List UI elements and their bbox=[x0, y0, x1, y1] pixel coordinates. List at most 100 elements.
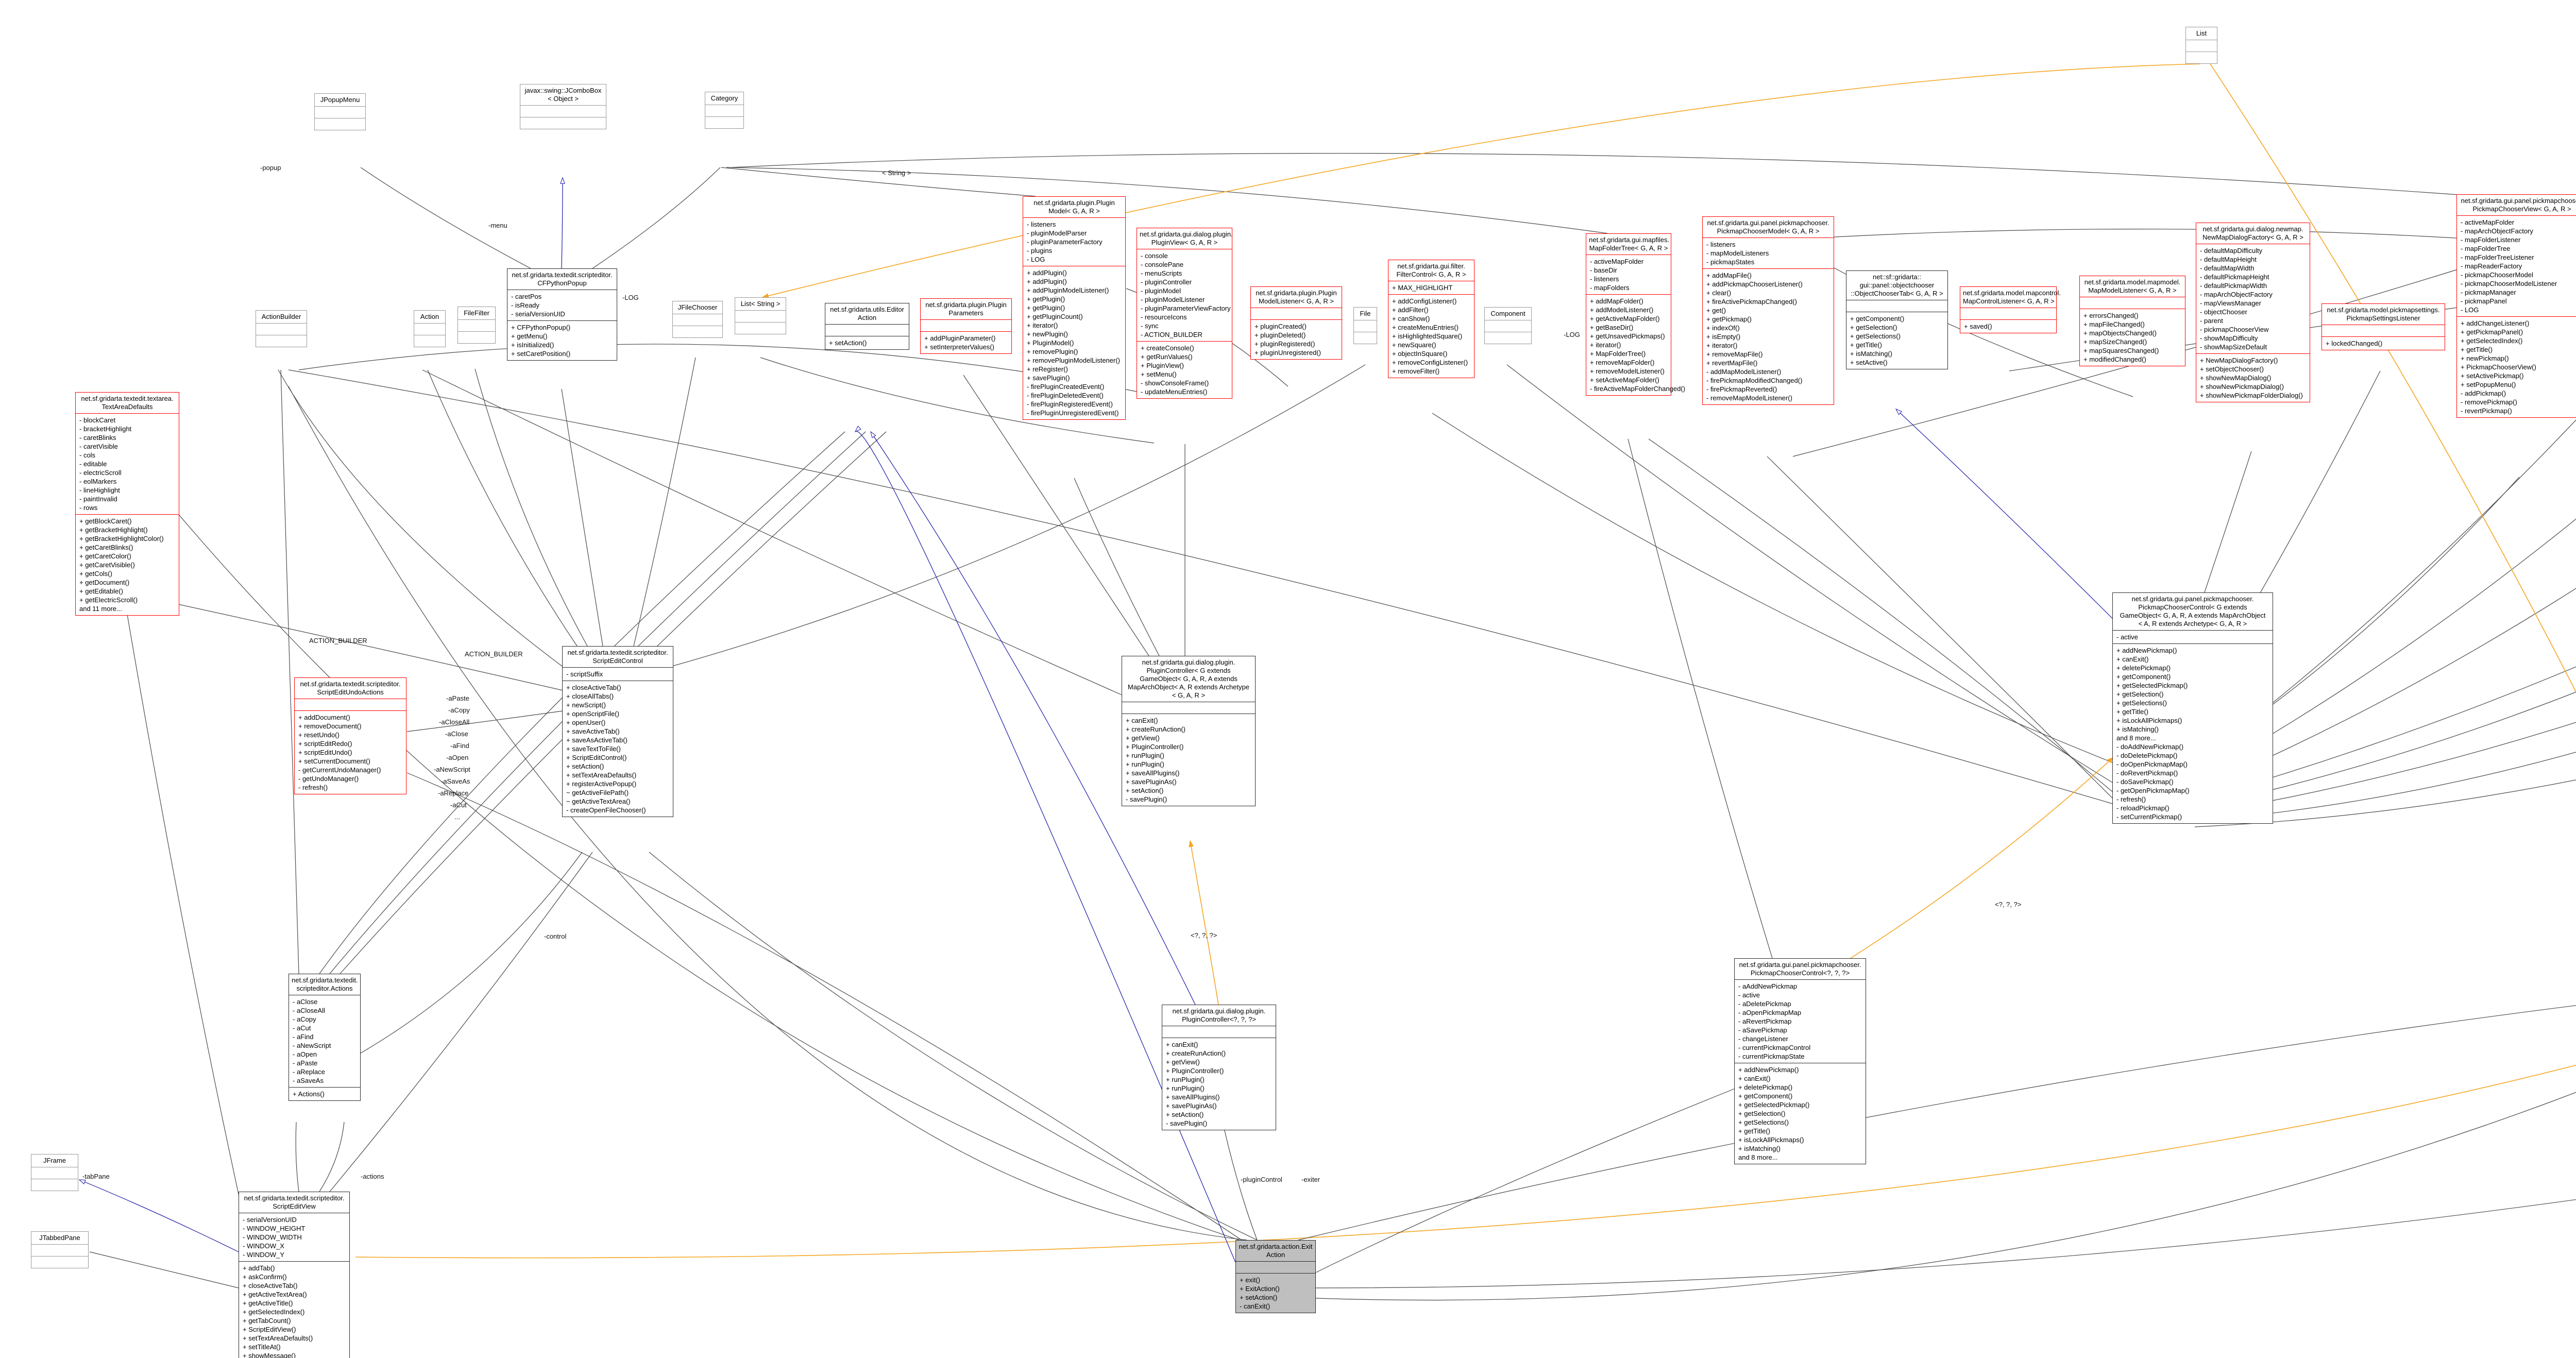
class-box-component[interactable]: Component bbox=[1484, 307, 1532, 344]
class-box-actions[interactable]: net.sf.gridarta.textedit.scripteditor.Ac… bbox=[289, 974, 361, 1101]
method-row: + savePluginAs() bbox=[1126, 778, 1177, 786]
class-title-line: net.sf.gridarta.gui.mapfiles. bbox=[1589, 236, 1670, 244]
inheritance-edge bbox=[1895, 409, 2139, 644]
method-row: - savePlugin() bbox=[1166, 1119, 1208, 1127]
attribute-row: - LOG bbox=[1027, 256, 1045, 263]
class-box-actionbuilder[interactable]: ActionBuilder bbox=[256, 310, 307, 347]
association-edge bbox=[2179, 691, 2576, 812]
attribute-row: - showMapSizeDefault bbox=[2200, 343, 2267, 351]
class-title-line: Component bbox=[1490, 310, 1526, 317]
class-attrs-jfilechooser bbox=[673, 314, 722, 326]
method-row: + runPlugin() bbox=[1166, 1076, 1205, 1083]
class-box-filefilter[interactable]: FileFilter bbox=[457, 307, 496, 344]
class-attrs-plugincontrollergeneric bbox=[1122, 702, 1255, 714]
class-box-plugincontrollerqqq[interactable]: net.sf.gridarta.gui.dialog.plugin.Plugin… bbox=[1162, 1005, 1276, 1130]
class-title-line: PickmapChooserModel< G, A, R > bbox=[1717, 227, 1820, 235]
class-box-pickmapchoosermodel[interactable]: net.sf.gridarta.gui.panel.pickmapchooser… bbox=[1702, 216, 1834, 405]
class-box-pickmapsettingslistener[interactable]: net.sf.gridarta.model.pickmapsettings.Pi… bbox=[2321, 303, 2445, 350]
method-row: - removeMapModelListener() bbox=[1706, 394, 1792, 402]
class-box-pickmapchoosercontrolgeneric[interactable]: net.sf.gridarta.gui.panel.pickmapchooser… bbox=[2112, 592, 2273, 824]
method-row: + removePluginModelListener() bbox=[1027, 357, 1121, 364]
class-title-line: ModelListener< G, A, R > bbox=[1259, 297, 1334, 305]
association-edge bbox=[288, 369, 2113, 804]
class-box-plugincontrollergeneric[interactable]: net.sf.gridarta.gui.dialog.plugin.Plugin… bbox=[1122, 656, 1256, 806]
class-box-jfilechooser[interactable]: JFileChooser bbox=[672, 301, 723, 338]
method-row: + getCaretColor() bbox=[79, 552, 131, 560]
association-edge bbox=[1221, 1114, 1258, 1241]
class-box-filtercontrol[interactable]: net.sf.gridarta.gui.filter.FilterControl… bbox=[1388, 260, 1475, 378]
class-box-pluginview[interactable]: net.sf.gridarta.gui.dialog.plugin.Plugin… bbox=[1137, 228, 1233, 399]
method-row: + canExit() bbox=[1738, 1075, 1771, 1082]
edge-label: -pluginControl bbox=[1241, 1176, 1282, 1183]
class-box-jpopupmenu[interactable]: JPopupMenu bbox=[314, 93, 366, 130]
class-box-jcombobox[interactable]: javax::swing::JComboBox< Object > bbox=[520, 84, 606, 129]
attribute-row: - WINDOW_HEIGHT bbox=[243, 1225, 306, 1232]
method-row: + getPluginCount() bbox=[1027, 313, 1083, 320]
class-title-jcombobox: javax::swing::JComboBox< Object > bbox=[520, 84, 606, 105]
class-methods-actions: + Actions() bbox=[289, 1087, 360, 1100]
association-edge bbox=[1648, 438, 2115, 794]
method-row: - firePluginRegisteredEvent() bbox=[1027, 400, 1113, 408]
method-row: - firePluginCreatedEvent() bbox=[1027, 383, 1105, 391]
class-title-mapmodellistener: net.sf.gridarta.model.mapmodel.MapModelL… bbox=[2080, 276, 2185, 297]
class-box-file[interactable]: File bbox=[1353, 307, 1377, 344]
method-row: + ScriptEditControl() bbox=[566, 754, 627, 761]
class-title-line: net.sf.gridarta.gui.panel.pickmapchooser… bbox=[1707, 219, 1829, 227]
class-title-line: PluginView< G, A, R > bbox=[1151, 239, 1218, 246]
attribute-row: - objectChooser bbox=[2200, 308, 2247, 316]
class-methods-scripteditundoactions: + addDocument()+ removeDocument()+ reset… bbox=[295, 710, 406, 794]
class-box-listtop[interactable]: List bbox=[2185, 27, 2217, 64]
class-box-mapcontrollistener[interactable]: net.sf.gridarta.model.mapcontrol.MapCont… bbox=[1960, 286, 2061, 333]
class-attrs-pickmapchoosermodel: - listeners- mapModelListeners- pickmapS… bbox=[1703, 237, 1834, 268]
method-row: + removeConfigListener() bbox=[1392, 359, 1468, 366]
class-box-pickmapchooserview[interactable]: net.sf.gridarta.gui.panel.pickmapchooser… bbox=[2456, 194, 2576, 418]
attribute-row: - changeListener bbox=[1738, 1035, 1788, 1043]
method-row: + removeMapFile() bbox=[1706, 350, 1763, 358]
method-row: - addPickmap() bbox=[2461, 389, 2506, 397]
class-box-scripteditcontrol[interactable]: net.sf.gridarta.textedit.scripteditor.Sc… bbox=[562, 646, 673, 817]
class-box-jframe[interactable]: JFrame bbox=[31, 1154, 78, 1191]
class-box-mapmodellistener[interactable]: net.sf.gridarta.model.mapmodel.MapModelL… bbox=[2079, 276, 2185, 366]
class-title-line: net.sf.gridarta.textedit.scripteditor. bbox=[300, 680, 401, 688]
class-title-actions: net.sf.gridarta.textedit.scripteditor.Ac… bbox=[289, 974, 360, 995]
class-box-pickmapchoosercontrolqqq[interactable]: net.sf.gridarta.gui.panel.pickmapchooser… bbox=[1734, 958, 1866, 1164]
class-box-newmapdialogfactory[interactable]: net.sf.gridarta.gui.dialog.newmap.NewMap… bbox=[2196, 223, 2310, 402]
attribute-row: - pluginParameterFactory bbox=[1027, 238, 1103, 246]
association-edge bbox=[760, 357, 1155, 444]
inheritance-edge bbox=[870, 431, 1196, 1005]
class-box-textareadefaults[interactable]: net.sf.gridarta.textedit.textarea.TextAr… bbox=[75, 392, 179, 616]
class-box-objectchoosertab[interactable]: net::sf::gridarta::gui::panel::objectcho… bbox=[1846, 270, 1948, 369]
class-title-textareadefaults: net.sf.gridarta.textedit.textarea.TextAr… bbox=[76, 393, 179, 413]
method-row: - firePickmapReverted() bbox=[1706, 385, 1777, 393]
class-box-action[interactable]: Action bbox=[414, 310, 446, 347]
edge-label: -control bbox=[544, 932, 567, 940]
class-box-mapfoldertree[interactable]: net.sf.gridarta.gui.mapfiles.MapFolderTr… bbox=[1586, 233, 1685, 396]
class-box-scripteditview[interactable]: net.sf.gridarta.textedit.scripteditor.Sc… bbox=[239, 1192, 350, 1358]
class-methods-exitaction: + exit()+ ExitAction()+ setAction()- can… bbox=[1236, 1273, 1315, 1313]
attribute-row: - mapFolderListener bbox=[2461, 236, 2521, 244]
association-edge bbox=[1298, 1005, 2576, 1241]
class-box-liststring[interactable]: List< String > bbox=[735, 297, 786, 334]
attribute-row: - rows bbox=[79, 504, 98, 512]
attribute-row: - listeners bbox=[1027, 220, 1056, 228]
template-edge bbox=[1834, 757, 2114, 969]
attribute-row: - console bbox=[1141, 252, 1168, 260]
class-box-scripteditundoactions[interactable]: net.sf.gridarta.textedit.scripteditor.Sc… bbox=[294, 677, 406, 794]
class-title-line: net.sf.gridarta.gui.dialog.newmap. bbox=[2202, 225, 2303, 233]
class-box-jtabbedpane[interactable]: JTabbedPane bbox=[31, 1231, 89, 1268]
association-edge bbox=[2189, 752, 2576, 822]
class-attrs-component bbox=[1485, 320, 1531, 332]
method-row: + scriptEditRedo() bbox=[298, 740, 352, 748]
method-row: - refresh() bbox=[2116, 795, 2146, 803]
class-box-category[interactable]: Category bbox=[705, 92, 744, 129]
class-title-actionbuilder: ActionBuilder bbox=[256, 311, 307, 323]
association-edge bbox=[1432, 413, 2113, 763]
class-box-cfpythonpopup[interactable]: net.sf.gridarta.textedit.scripteditor.CF… bbox=[507, 268, 617, 361]
method-row: + removeModelListener() bbox=[1590, 367, 1665, 375]
